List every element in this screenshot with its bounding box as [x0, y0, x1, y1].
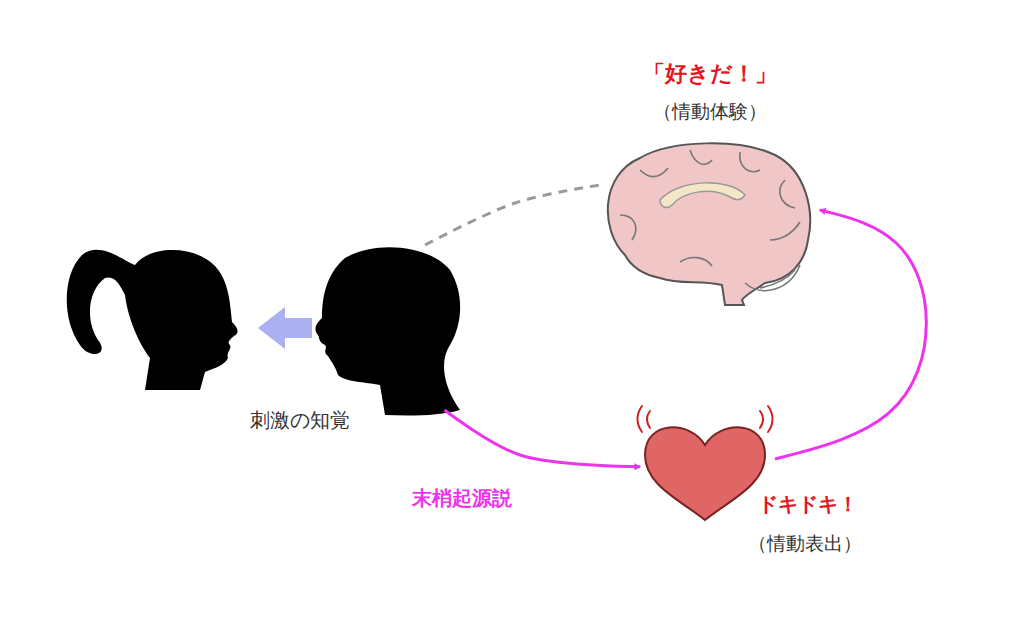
heart-shape [645, 427, 765, 520]
brain-node: 「好きだ！」 （情動体験） [600, 55, 820, 305]
boy-node: 刺激の知覚 [320, 245, 470, 410]
gaze-arrow [258, 307, 312, 349]
corpus-callosum [660, 183, 745, 208]
peripheral-arrow [445, 410, 641, 467]
beat-marks [638, 406, 773, 432]
edge-label: 末梢起源説 [412, 486, 512, 510]
heart-node: ドキドキ！（情動表出） [640, 415, 775, 525]
boy-silhouette [315, 247, 460, 415]
brain-outline [608, 143, 810, 305]
node-heading: ドキドキ！ [758, 492, 858, 516]
node-heading: 「好きだ！」 [643, 61, 777, 87]
node-heading: 刺激の知覚 [250, 408, 350, 432]
girl-silhouette [67, 250, 238, 390]
node-subtext: （情動表出） [748, 532, 862, 555]
dashed-link [425, 185, 600, 245]
brain-sulci [620, 150, 800, 291]
feedback-arrow [775, 210, 926, 459]
node-subtext: （情動体験） [653, 100, 767, 123]
